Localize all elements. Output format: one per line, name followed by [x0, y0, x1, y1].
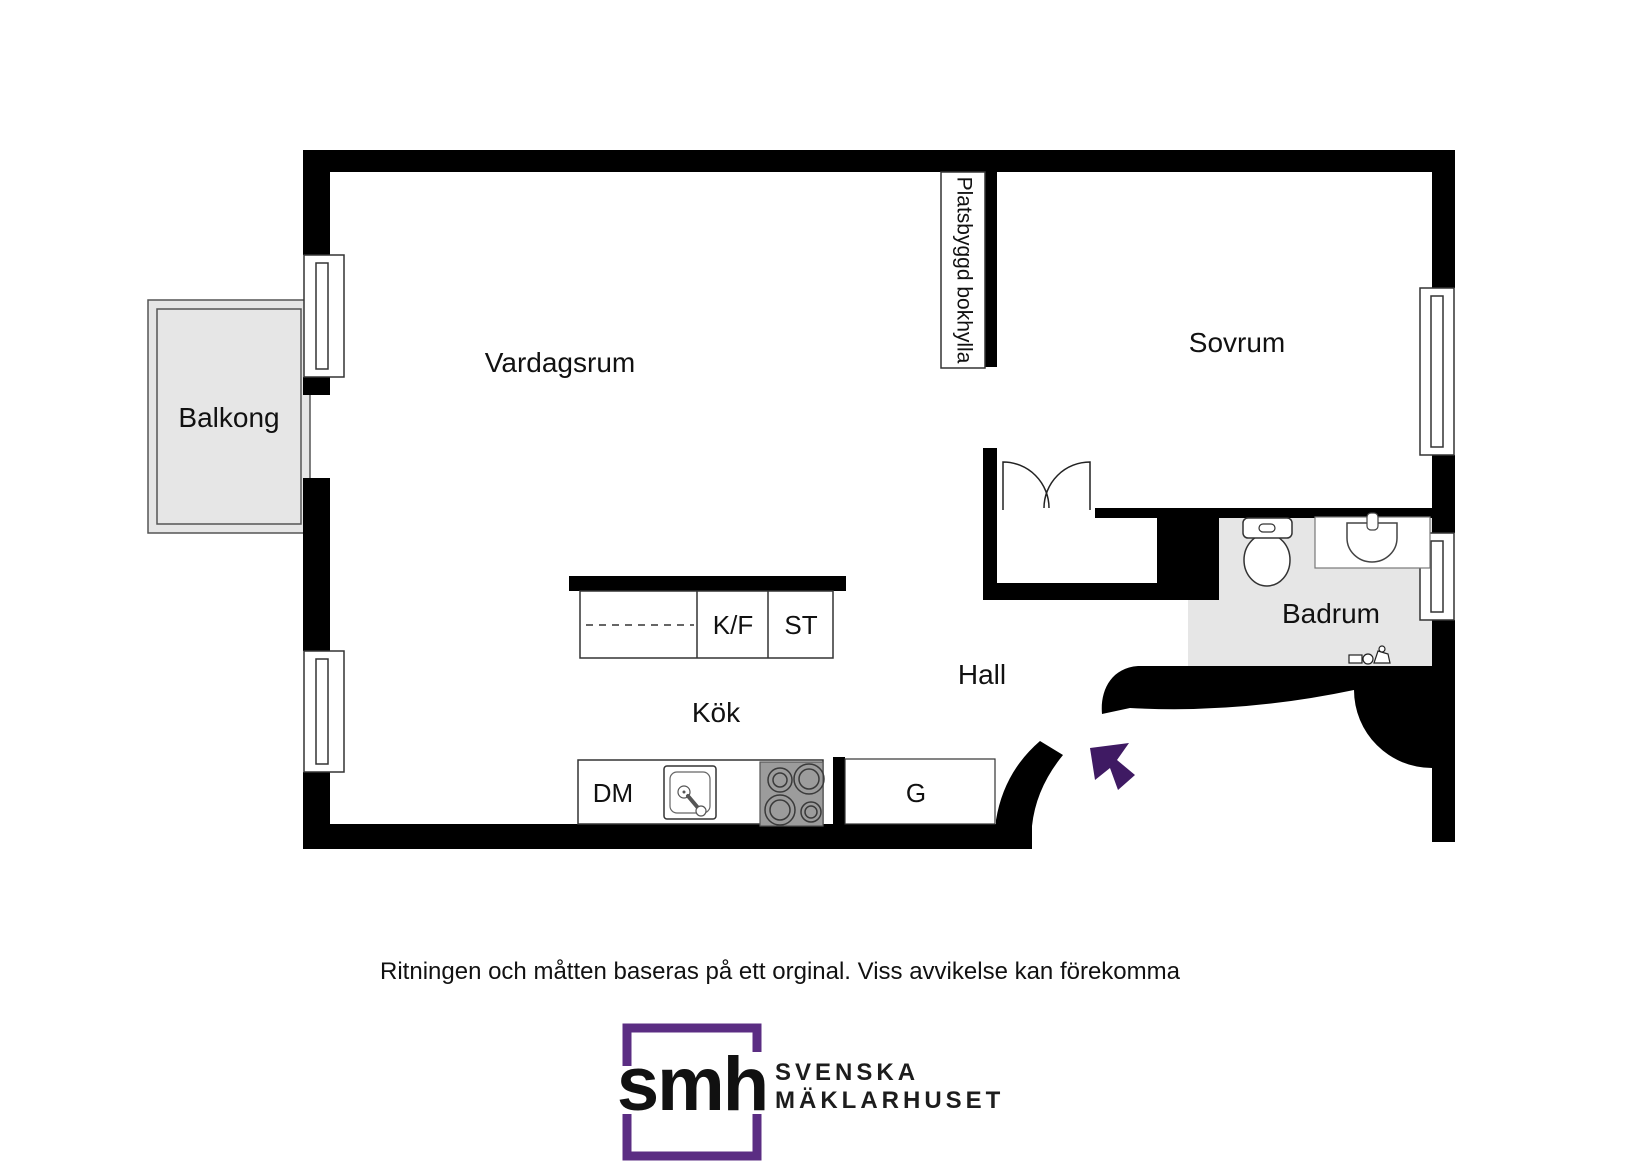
entrance-arrow-icon: [1090, 743, 1135, 790]
toilet-button: [1258, 523, 1276, 533]
company-logo: smh SVENSKA MÄKLARHUSET: [616, 1023, 1004, 1161]
window-glass-line: [315, 658, 329, 765]
sink-basin: [669, 771, 711, 814]
wardrobe-label: G: [906, 778, 926, 808]
wardrobe-outline: [844, 758, 996, 825]
window-glass-line: [1430, 540, 1444, 613]
wall-closet-bottom: [983, 583, 1157, 600]
bookshelf-outline: [940, 171, 986, 369]
room-labels: Vardagsrum Sovrum Balkong Badrum Hall Kö…: [178, 327, 1380, 728]
logo-square-gap-right: [746, 1052, 768, 1114]
logo-company-line1: SVENSKA: [775, 1059, 919, 1086]
wall-left-seg2: [303, 377, 330, 395]
door-leaf-left: [1002, 461, 1050, 510]
bathroom-fixtures: [1242, 512, 1431, 665]
island-counter-outline: [579, 590, 834, 659]
window-glass-line: [315, 262, 329, 370]
basin-bowl: [1346, 522, 1398, 563]
closet-double-doors: [1002, 461, 1091, 510]
wall-curved-hall-bathroom: [1101, 666, 1455, 840]
hall-label: Hall: [958, 659, 1006, 690]
wall-curved-entry-jamb: [996, 741, 1063, 849]
balcony: [147, 299, 311, 534]
wall-kitchen-island-back: [569, 576, 846, 591]
washer-knob: [1378, 645, 1386, 653]
fridge-freezer-label: K/F: [713, 610, 753, 640]
bathroom-label: Badrum: [1282, 598, 1380, 629]
hall-wardrobe: G: [844, 758, 996, 825]
balcony-inner-border: [156, 308, 302, 525]
livingroom-label: Vardagsrum: [485, 347, 635, 378]
walls: [303, 150, 1455, 849]
built-in-bookshelf: Platsbyggd bokhylla: [940, 171, 986, 369]
window-frame: [303, 650, 345, 773]
bedroom-label: Sovrum: [1189, 327, 1285, 358]
wall-bottom: [303, 824, 1005, 849]
washer-connection-icon: [1348, 645, 1391, 665]
livingroom-window: [303, 650, 345, 773]
dishwasher-label: DM: [593, 778, 633, 808]
window-frame: [1419, 287, 1455, 456]
balcony-door-window: [303, 254, 345, 378]
balcony-floor: [147, 299, 311, 534]
wall-top: [303, 150, 1455, 172]
sink-tap-lever: [686, 794, 701, 811]
st-cabinet-label: ST: [784, 610, 817, 640]
window-glass-line: [1430, 295, 1444, 448]
window-frame: [303, 254, 345, 378]
wall-right-seg1: [1432, 150, 1455, 288]
kitchen-island: K/F ST: [579, 590, 834, 659]
stove-icon: [759, 761, 825, 827]
logo-square-gap-left: [616, 1066, 638, 1114]
sink-icon: [663, 765, 717, 820]
windows: [303, 254, 1455, 773]
wall-bedroom-bathroom: [1095, 508, 1432, 518]
sink-drain: [695, 805, 707, 817]
wall-right-seg2: [1432, 455, 1455, 533]
washbasin-icon: [1314, 512, 1431, 569]
basin-tap: [1366, 512, 1379, 531]
sink-tap-dot: [682, 790, 686, 794]
toilet-bowl: [1243, 533, 1291, 587]
kitchen-label: Kök: [692, 697, 741, 728]
door-leaf-right: [1043, 461, 1091, 510]
wall-left-seg3: [303, 478, 330, 651]
wall-block-bathroom-left: [1157, 508, 1219, 600]
disclaimer-text: Ritningen och måtten baseras på ett orgi…: [380, 958, 1181, 985]
bedroom-window: [1419, 287, 1455, 456]
bookshelf-label: Platsbyggd bokhylla: [952, 177, 975, 364]
washer-valve-wheel: [1362, 653, 1374, 665]
logo-monogram: smh: [617, 1042, 767, 1127]
washer-spout: [1373, 650, 1391, 664]
wall-livingroom-bedroom: [985, 172, 997, 367]
logo-company-line2: MÄKLARHUSET: [775, 1087, 1004, 1114]
wall-left-seg1: [303, 150, 330, 255]
wall-counter-wardrobe-divider: [833, 757, 845, 849]
kitchen-counter: DM: [577, 759, 825, 827]
wall-closet-left: [983, 448, 997, 600]
washer-valve-body: [1348, 654, 1363, 664]
balcony-label: Balkong: [178, 402, 279, 433]
stove-burners: [764, 763, 825, 826]
toilet-icon: [1242, 517, 1293, 587]
